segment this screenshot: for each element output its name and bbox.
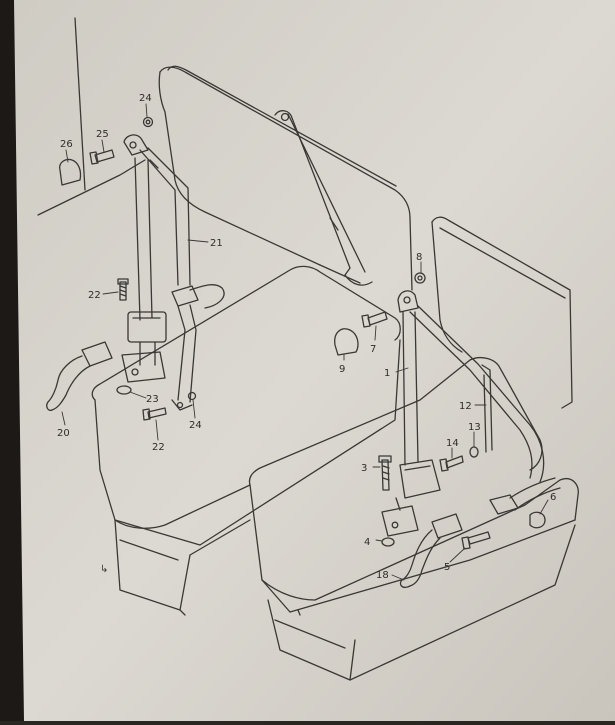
- callout-20: 20: [57, 428, 70, 439]
- callout-12: 12: [459, 401, 472, 412]
- callout-24: 24: [139, 93, 152, 104]
- right-retractor-assembly: [334, 272, 561, 588]
- callout-14: 14: [446, 438, 459, 449]
- callout-9: 9: [339, 364, 345, 375]
- callout-18: 18: [376, 570, 389, 581]
- callout-26: 26: [60, 139, 73, 150]
- callout-1: 1: [384, 368, 390, 379]
- left-retractor-assembly: [46, 116, 225, 421]
- paper-sheet: [14, 0, 615, 721]
- callout-23: 23: [146, 394, 159, 405]
- callout-5: 5: [444, 562, 450, 573]
- callout-labels: 26 25 24 21 22 20 23 22 24 9 7 8 1 12 13 14 3 4 5 6 18: [57, 93, 556, 581]
- callout-7: 7: [370, 344, 376, 355]
- rear-window-frame: [158, 65, 413, 291]
- seat-mark: ↳: [100, 564, 108, 575]
- front-bench-seat: [248, 357, 579, 681]
- callout-22: 22: [88, 290, 101, 301]
- reference-line: [74, 17, 86, 191]
- callout-13: 13: [468, 422, 481, 433]
- callout-21: 21: [210, 238, 223, 249]
- floor-line-left: [37, 159, 146, 216]
- rear-bench-seat: ↳: [91, 265, 401, 616]
- callout-22: 22: [152, 442, 165, 453]
- callout-25: 25: [96, 129, 109, 140]
- shoulder-belt-strap: [274, 110, 373, 286]
- callout-6: 6: [550, 492, 556, 503]
- callout-4: 4: [364, 537, 370, 548]
- callout-8: 8: [416, 252, 422, 263]
- callout-3: 3: [361, 463, 367, 474]
- callout-24: 24: [189, 420, 202, 431]
- side-window-frame: [431, 216, 573, 409]
- leader-lines: [61, 103, 549, 581]
